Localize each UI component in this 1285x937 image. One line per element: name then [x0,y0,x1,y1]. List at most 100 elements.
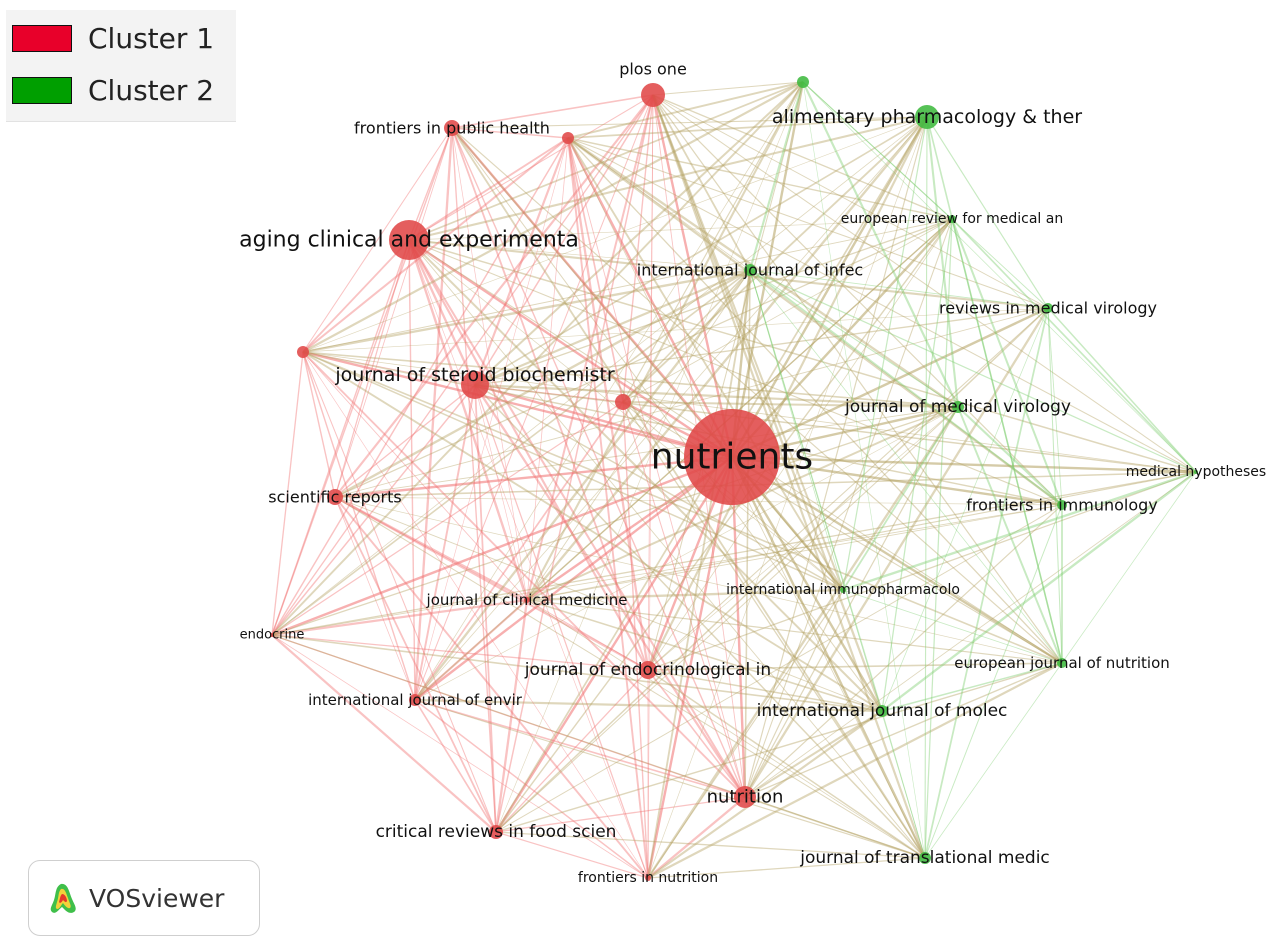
network-edge [731,455,1063,665]
node-ejn[interactable] [1057,658,1067,668]
node-label-jei[interactable]: journal of endocrinological in [524,660,771,680]
node-jmv[interactable] [952,401,964,413]
node-label-ijmol[interactable]: international journal of molec [757,701,1008,721]
node-fnut[interactable] [645,875,651,881]
network-edge [408,239,649,879]
node-label-ijenv[interactable]: international journal of envir [308,691,523,709]
vosviewer-badge[interactable]: VOSviewer [28,860,260,936]
network-edge [414,94,654,701]
node-label-endocrine[interactable]: endocrine [240,628,305,643]
node-crfs[interactable] [489,825,503,839]
network-edge [526,94,654,601]
network-edge [566,137,650,671]
node-jei[interactable] [639,661,657,679]
node-label-rmv[interactable]: reviews in medical virology [939,299,1157,318]
node-nutrients[interactable] [684,409,780,505]
node-label-erma[interactable]: european review for medical an [841,211,1063,227]
node-fph[interactable] [444,120,460,136]
network-edge [414,269,751,701]
network-edge [1061,471,1197,664]
network-edge [567,137,746,798]
node-label-jtm[interactable]: journal of translational medic [799,848,1050,868]
network-edge [567,137,624,403]
network-edge [408,115,928,242]
node-label-iip[interactable]: international immunopharmacolo [726,582,960,598]
node-ijenv[interactable] [409,694,421,706]
node-g_unl1[interactable] [797,76,809,88]
node-label-ejn[interactable]: european journal of nutrition [954,654,1170,672]
network-edge [526,269,751,601]
legend-item-cluster-1[interactable]: Cluster 1 [12,22,214,55]
node-iip[interactable] [840,587,846,593]
node-label-plos[interactable]: plos one [619,60,687,79]
node-label-fph[interactable]: frontiers in public health [354,119,550,138]
network-edge [567,137,1063,506]
network-edge [622,401,649,879]
node-jtm[interactable] [919,852,931,864]
node-label-aging[interactable]: aging clinical and experimenta [239,228,579,253]
brand-name: VOSviewer [89,883,225,913]
network-edge [526,137,569,601]
network-edge [731,455,1197,474]
node-fimm[interactable] [1057,500,1067,510]
node-nutrition[interactable] [734,786,756,808]
node-ijmol[interactable] [876,705,888,717]
network-edge [802,81,959,408]
node-label-jcm[interactable]: journal of clinical medicine [426,591,628,609]
network-edge [408,239,746,798]
legend-item-cluster-2[interactable]: Cluster 2 [12,74,214,107]
node-label-ijinf[interactable]: international journal of infec [637,261,863,280]
node-label-nutrients[interactable]: nutrients [651,437,813,478]
network-edge [651,94,734,458]
network-edge [271,94,654,636]
network-edge [414,699,926,859]
node-erma[interactable] [948,215,956,223]
cluster-1-swatch [12,25,72,52]
network-edge [802,81,1049,309]
node-plos[interactable] [641,83,665,107]
network-edge [451,127,1063,664]
network-edge [334,496,926,859]
network-edge [451,127,569,139]
network-edge [526,218,953,601]
network-edge [647,94,654,671]
network-edge [302,351,336,498]
node-n_unl2[interactable] [297,346,309,358]
network-edge [334,268,751,499]
node-ijinf[interactable] [744,264,756,276]
node-n_unl3[interactable] [615,394,631,410]
network-edge [881,710,926,859]
node-label-scirep[interactable]: scientific reports [268,488,401,507]
node-scirep[interactable] [327,489,343,505]
cluster-legend: Cluster 1 Cluster 2 [6,10,236,122]
node-medhyp[interactable] [1194,470,1198,474]
network-edge [622,218,953,403]
network-edge [495,669,649,833]
node-label-jmv[interactable]: journal of medical virology [844,397,1071,417]
network-edge [302,268,751,354]
network-edge [495,307,1049,833]
node-label-crfs[interactable]: critical reviews in food scien [376,822,617,842]
node-endocrine[interactable] [270,633,274,637]
node-n_unl1[interactable] [562,132,574,144]
node-aging[interactable] [389,220,429,260]
node-label-fimm[interactable]: frontiers in immunology [966,496,1158,515]
network-edge [526,599,926,859]
node-steroid[interactable] [461,371,489,399]
node-label-steroid[interactable]: journal of steroid biochemistr [334,364,614,386]
network-edge [302,351,497,833]
network-edge [647,662,1063,879]
node-apt[interactable] [915,105,939,129]
node-label-apt[interactable]: alimentary pharmacology & ther [772,106,1082,128]
node-jcm[interactable] [524,597,530,603]
node-label-nutrition[interactable]: nutrition [707,787,784,808]
network-edge [744,116,928,798]
network-edge [302,81,804,353]
network-edge [474,384,528,601]
network-edge [302,137,569,353]
node-label-fnut[interactable]: frontiers in nutrition [578,870,718,886]
node-rmv[interactable] [1043,303,1053,313]
node-label-medhyp[interactable]: medical hypotheses [1126,464,1266,480]
network-edge [271,634,649,671]
